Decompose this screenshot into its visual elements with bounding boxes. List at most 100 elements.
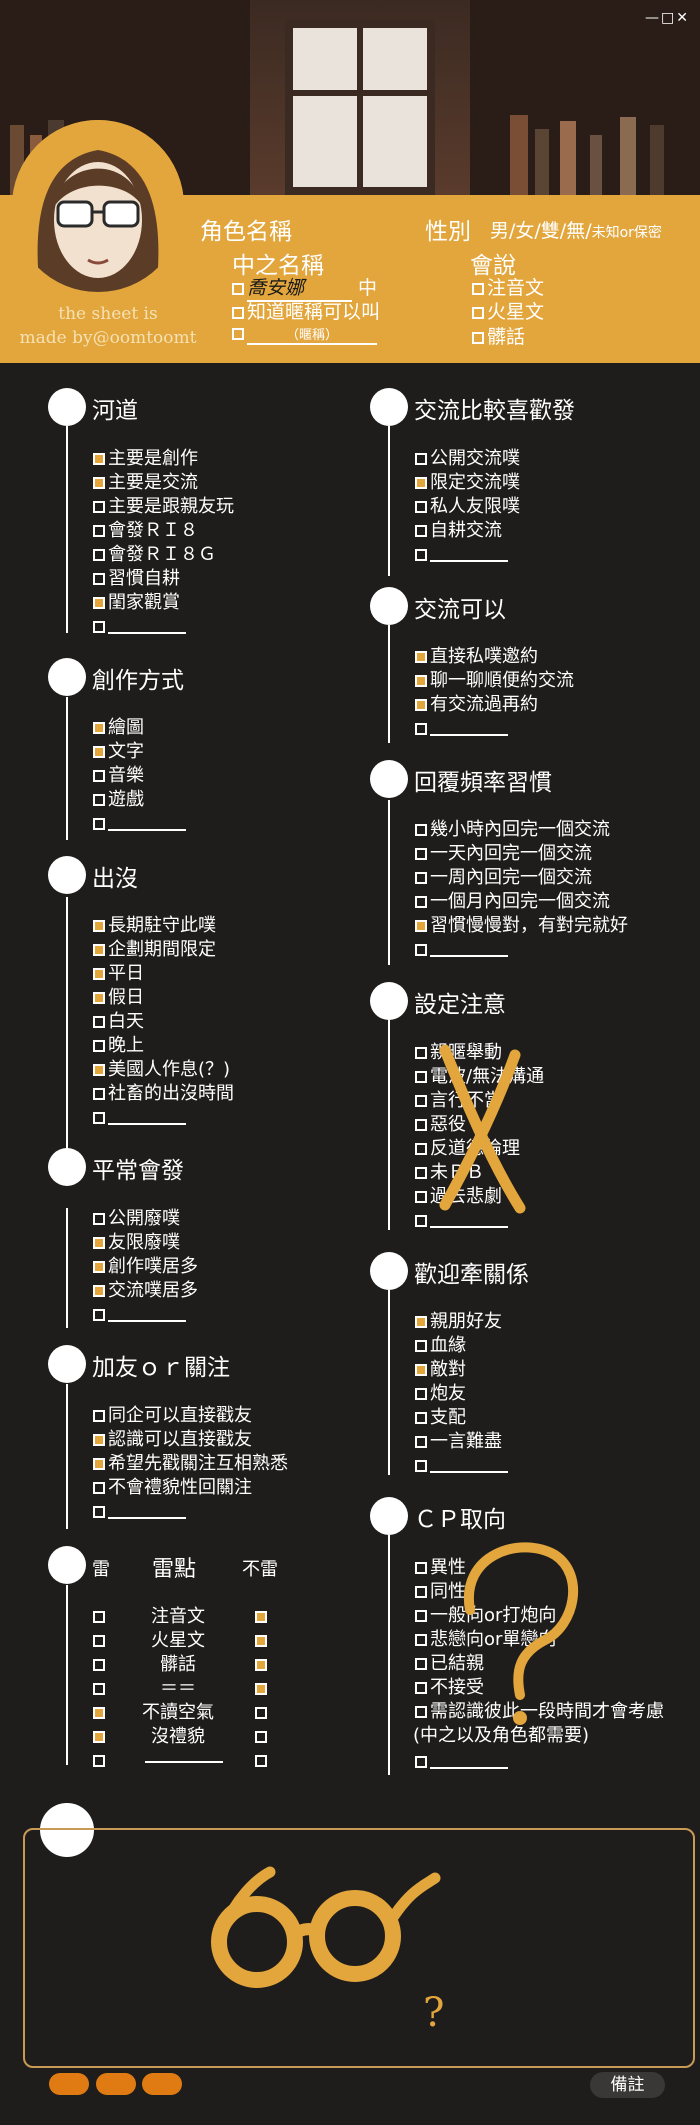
thunder-row: 不讀空氣 [93,1701,283,1725]
list-item[interactable]: 一般向or打炮向 [415,1604,556,1628]
blank-item[interactable] [93,812,186,836]
list-item[interactable]: 同企可以直接戳友 [93,1404,252,1428]
cn-option-checkbox[interactable] [232,307,244,319]
list-item[interactable]: 支配 [415,1406,466,1430]
blank-item[interactable] [415,543,508,567]
list-item[interactable]: 不會禮貌性回關注 [93,1476,252,1500]
list-item[interactable]: 習慣自耕 [93,567,180,591]
list-item[interactable]: 晚上 [93,1034,144,1058]
credit-line2: made by@oomtoomt [19,328,197,348]
list-item[interactable]: 一個月內回完一個交流 [415,890,610,914]
section-dot [370,760,408,798]
cn-name-handwriting: 喬安娜 [247,273,352,302]
timeline [388,1535,390,1775]
window-controls[interactable]: —□✕ [645,10,690,26]
list-item[interactable]: 惡役 [415,1113,466,1137]
list-item[interactable]: 公開交流噗 [415,447,520,471]
list-item[interactable]: 習慣慢慢對，有對完就好 [415,914,628,938]
cn-nickname-checkbox[interactable] [232,328,244,340]
note-tag[interactable]: 備註 [590,2072,665,2098]
section-title-post: 平常會發 [92,1158,184,1184]
list-item[interactable]: 會發ＲＩ８ [93,519,198,543]
list-item[interactable]: 長期駐守此噗 [93,914,216,938]
section-dot [370,1497,408,1535]
list-item[interactable]: 限定交流噗 [415,471,520,495]
list-item[interactable]: 希望先戳關注互相熟悉 [93,1452,288,1476]
thunder-row: 注音文 [93,1605,283,1629]
blank-item[interactable] [415,717,508,741]
list-item[interactable]: 自耕交流 [415,519,502,543]
list-item[interactable]: 異性 [415,1556,466,1580]
list-item[interactable]: 友限廢噗 [93,1231,180,1255]
memo-question: ? [423,1990,445,2036]
blank-item[interactable] [93,615,186,639]
cn-name-checkbox[interactable] [232,283,244,295]
list-item[interactable]: 直接私噗邀約 [415,645,538,669]
blank-item[interactable] [415,1209,508,1233]
list-item[interactable]: 會發ＲＩ８Ｇ [93,543,216,567]
list-item[interactable]: 主要是交流 [93,471,198,495]
list-item[interactable]: 繪圖 [93,716,144,740]
thunder-row: 沒禮貌 [93,1725,283,1749]
list-item[interactable]: 主要是創作 [93,447,198,471]
list-item[interactable]: 已結親 [415,1652,484,1676]
section-dot [370,982,408,1020]
list-item[interactable]: 悲戀向or單戀向 [415,1628,556,1652]
list-item[interactable]: 一言難盡 [415,1430,502,1454]
list-item[interactable]: 遊戲 [93,788,144,812]
cn-nickname-row: （暱稱） [232,322,377,345]
list-item[interactable]: 不接受 [415,1676,484,1700]
list-item[interactable]: 幾小時內回完一個交流 [415,818,610,842]
list-item[interactable]: 假日 [93,986,144,1010]
section-title-follow: 加友ｏｒ關注 [92,1355,230,1381]
blank-item[interactable] [415,1454,508,1478]
cn-option-row: 知道暱稱可以叫 [232,297,380,324]
blank-item[interactable] [415,1750,508,1774]
list-item[interactable]: 一天內回完一個交流 [415,842,592,866]
list-item[interactable]: 敵對 [415,1358,466,1382]
section-dot [370,388,408,426]
list-item[interactable]: 音樂 [93,764,144,788]
list-item[interactable]: 企劃期間限定 [93,938,216,962]
list-item[interactable]: 美國人作息(？) [93,1058,230,1082]
list-item[interactable]: 創作噗居多 [93,1255,198,1279]
list-item[interactable]: 同性 [415,1580,466,1604]
blank-item[interactable] [93,1106,186,1130]
blank-item[interactable] [93,1500,186,1524]
list-item[interactable]: 需認識彼此一段時間才會考慮 [415,1700,664,1724]
section-dot [48,1345,86,1383]
list-item[interactable]: 聊一聊順便約交流 [415,669,574,693]
blank-item[interactable] [93,1303,186,1327]
list-item[interactable]: 交流噗居多 [93,1279,198,1303]
gender-options: 男/女/雙/無/未知or保密 [490,220,662,242]
section-title-exchange-ok: 交流可以 [414,597,506,623]
memo-dot [40,1803,94,1857]
avatar [12,120,184,292]
list-item[interactable]: 文字 [93,740,144,764]
list-item[interactable]: 炮友 [415,1382,466,1406]
blank-item[interactable] [415,938,508,962]
list-item[interactable]: 主要是跟親友玩 [93,495,234,519]
list-item[interactable]: 認識可以直接戳友 [93,1428,252,1452]
timeline [388,800,390,965]
list-item[interactable]: 公開廢噗 [93,1207,180,1231]
list-item[interactable]: 平日 [93,962,144,986]
thunder-row: ＝＝ [93,1677,283,1701]
marker-pill [96,2073,136,2095]
list-item[interactable]: 有交流過再約 [415,693,538,717]
section-title-cp: ＣＰ取向 [414,1507,506,1533]
list-item[interactable]: 私人友限噗 [415,495,520,519]
marker-pill [142,2073,182,2095]
list-item[interactable]: 白天 [93,1010,144,1034]
list-item[interactable]: 閨家觀賞 [93,591,180,615]
timeline [66,426,68,633]
language-item: 火星文 [472,297,544,324]
memo-box[interactable]: ? [23,1828,695,2068]
section-dot [48,1546,86,1584]
list-item[interactable]: 親朋好友 [415,1310,502,1334]
list-item[interactable]: 血緣 [415,1334,466,1358]
list-item[interactable]: 社畜的出沒時間 [93,1082,234,1106]
list-item[interactable]: 一周內回完一個交流 [415,866,592,890]
thunder-points-header: 雷點 [152,1557,197,1582]
section-title-setting: 設定注意 [414,992,506,1018]
